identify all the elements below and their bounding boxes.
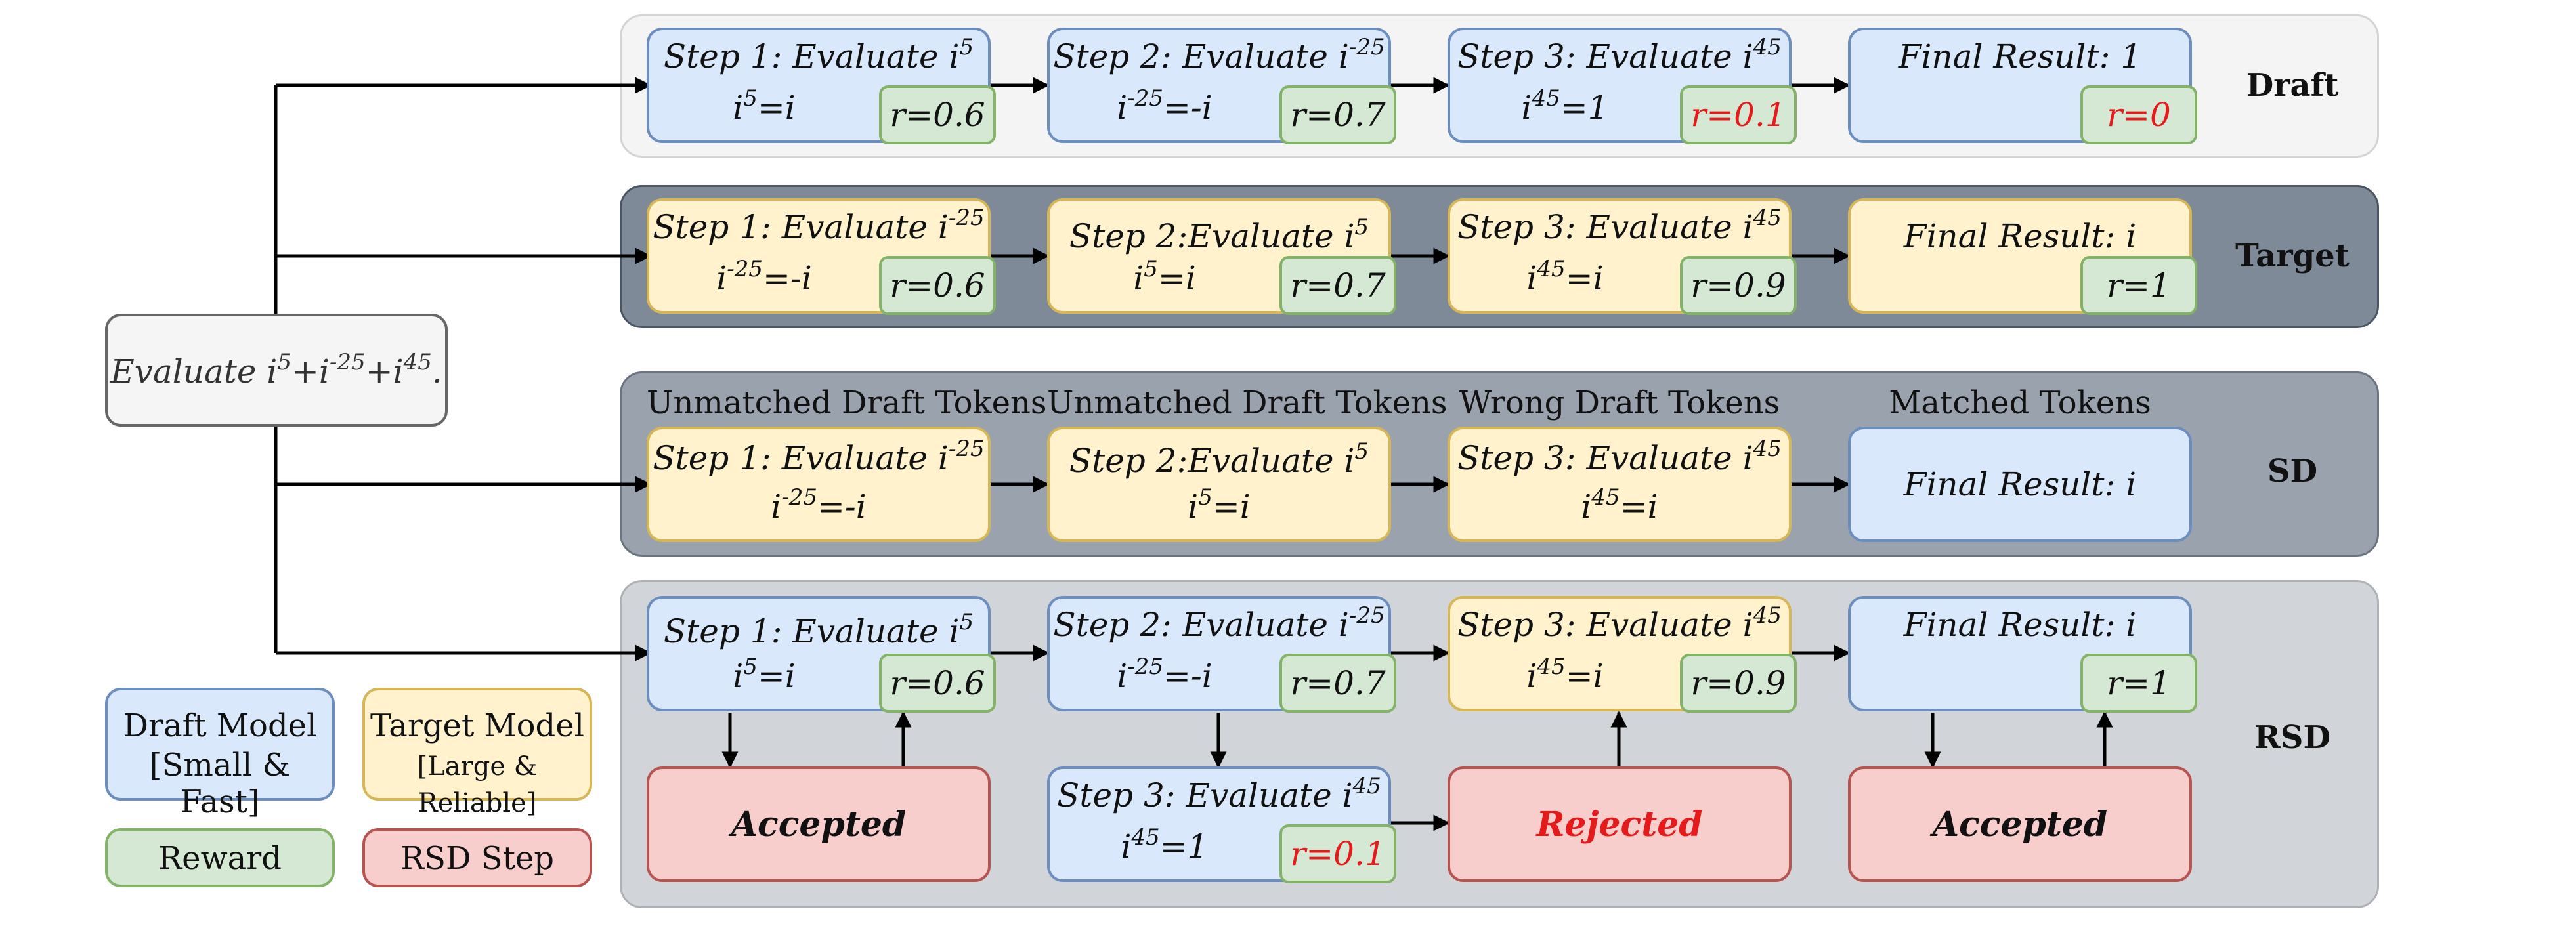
step-title: Step 2: Evaluate i-25 [1053,34,1385,75]
rsd-final-box: Final Result: i r=1 [1848,596,2197,713]
rsd-decision-text: Accepted [731,804,907,845]
reward-badge: r=0.1 [1279,824,1396,883]
prompt-box: Evaluate i5+i-25+i45. [105,314,448,427]
reward-badge: r=0.9 [1680,256,1797,315]
draft-step1-box: Step 1: Evaluate i5 i5=i r=0.6 [647,28,996,144]
draft-step3-box: Step 3: Evaluate i45 i45=1 r=0.1 [1448,28,1797,144]
rsd-accepted-box-2: Accepted [1848,766,2192,882]
step-title: Step 1: Evaluate i-25 [653,436,985,477]
step-title: Step 3: Evaluate i45 [1457,205,1782,246]
row-label-draft: Draft [2246,67,2339,104]
rsd-step2-box: Step 2: Evaluate i-25 i-25=-i r=0.7 [1047,596,1396,713]
final-result-text: Final Result: i [1903,465,2137,503]
reward-badge: r=0.6 [879,256,996,315]
sd-step1-box: Step 1: Evaluate i-25 i-25=-i [647,427,991,542]
step-result: i-25=-i [716,256,812,297]
step-title: Step 2:Evaluate i5 [1069,438,1369,480]
legend-target-model-line2: [Large & Reliable] [417,751,538,818]
target-step3-box: Step 3: Evaluate i45 i45=i r=0.9 [1448,198,1797,315]
legend-draft-model-line1: Draft Model [123,707,317,744]
legend-reward: Reward [105,828,335,887]
final-result-text: Final Result: i [1903,606,2137,644]
rsd-step1-box: Step 1: Evaluate i5 i5=i r=0.6 [647,596,996,713]
rsd-decision-text: Accepted [1932,804,2108,845]
reward-badge: r=1 [2080,654,2197,713]
step-result: i45=1 [1121,824,1209,866]
legend-reward-label: Reward [158,840,282,877]
step-title: Step 3: Evaluate i45 [1057,773,1381,814]
sd-step3-box: Step 3: Evaluate i45 i45=i [1448,427,1792,542]
sd-final-box: Final Result: i [1848,427,2192,542]
step-result: i45=i [1581,484,1658,526]
step-result: i-25=-i [771,484,867,526]
rsd-decision-text: Rejected [1536,804,1703,845]
reward-badge: r=0.1 [1680,85,1797,144]
legend-draft-model-line2: [Small & Fast] [149,747,291,820]
target-step2-box: Step 2:Evaluate i5 i5=i r=0.7 [1047,198,1396,315]
step-title: Step 2: Evaluate i-25 [1053,602,1385,644]
legend-rsd-step: RSD Step [362,828,592,887]
step-result: i5=i [1133,256,1196,297]
row-label-rsd: RSD [2254,719,2331,756]
legend-draft-model: Draft Model [Small & Fast] [105,688,335,820]
step-result: i-25=-i [1117,654,1213,695]
target-final-box: Final Result: i r=1 [1848,198,2197,315]
step-title: Step 1: Evaluate i5 [663,34,974,75]
final-result-text: Final Result: 1 [1898,37,2142,75]
step-result: i45=i [1526,654,1604,695]
sd-column-label-2: Unmatched Draft Tokens [1047,385,1448,421]
final-result-text: Final Result: i [1903,217,2137,255]
step-title: Step 1: Evaluate i5 [663,609,974,650]
row-label-sd: SD [2267,453,2318,490]
step-title: Step 1: Evaluate i-25 [653,205,985,246]
draft-step2-box: Step 2: Evaluate i-25 i-25=-i r=0.7 [1047,28,1396,144]
reward-badge: r=0.7 [1279,256,1396,315]
sd-column-label-4: Matched Tokens [1889,385,2151,421]
rsd-step3-draft-box: Step 3: Evaluate i45 i45=1 r=0.1 [1047,766,1396,883]
sd-step2-box: Step 2:Evaluate i5 i5=i [1047,427,1391,542]
step-result: i5=i [733,85,796,127]
target-step1-box: Step 1: Evaluate i-25 i-25=-i r=0.6 [647,198,996,315]
step-result: i-25=-i [1117,85,1213,127]
rsd-step3-target-box: Step 3: Evaluate i45 i45=i r=0.9 [1448,596,1797,713]
step-title: Step 3: Evaluate i45 [1457,602,1782,644]
draft-final-box: Final Result: 1 r=0 [1848,28,2197,144]
step-title: Step 2:Evaluate i5 [1069,214,1369,255]
rsd-accepted-box-1: Accepted [647,766,991,882]
sd-column-label-3: Wrong Draft Tokens [1459,385,1780,421]
reward-badge: r=0.6 [879,85,996,144]
step-title: Step 3: Evaluate i45 [1457,436,1782,477]
row-label-target: Target [2235,238,2350,274]
reward-badge: r=0.7 [1279,85,1396,144]
reward-badge: r=1 [2080,256,2197,315]
step-title: Step 3: Evaluate i45 [1457,34,1782,75]
legend-target-model-line1: Target Model [370,707,585,744]
reward-badge: r=0.9 [1680,654,1797,713]
legend-rsd-step-label: RSD Step [400,840,555,877]
step-result: i45=1 [1521,85,1609,127]
sd-column-label-1: Unmatched Draft Tokens [647,385,1047,421]
reward-badge: r=0 [2080,85,2197,144]
step-result: i5=i [1188,484,1251,526]
reward-badge: r=0.7 [1279,654,1396,713]
step-result: i5=i [733,654,796,695]
prompt-text: Evaluate i5+i-25+i45. [110,349,442,390]
rsd-rejected-box: Rejected [1448,766,1792,882]
reward-badge: r=0.6 [879,654,996,713]
legend-target-model: Target Model [Large & Reliable] [362,688,592,818]
step-result: i45=i [1526,256,1604,297]
